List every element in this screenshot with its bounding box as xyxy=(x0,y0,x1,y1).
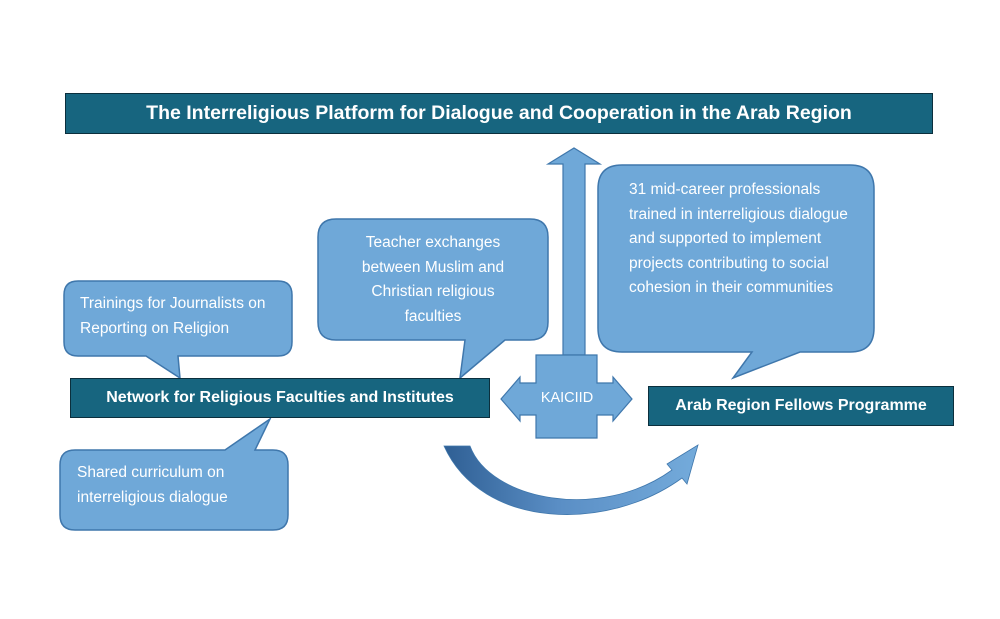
teacher-exchanges-text: Teacher exchanges between Muslim and Chr… xyxy=(361,234,505,325)
page-title: The Interreligious Platform for Dialogue… xyxy=(65,93,933,134)
journalists-text: Trainings for Journalists on Reporting o… xyxy=(80,295,266,337)
curriculum-text: Shared curriculum on interreligious dial… xyxy=(77,464,228,506)
kaiciid-shape xyxy=(500,354,633,439)
fellows-description-text: 31 mid-career professionals trained in i… xyxy=(629,181,848,296)
callout-journalists xyxy=(63,280,293,380)
network-box: Network for Religious Faculties and Inst… xyxy=(70,378,490,418)
up-arrow xyxy=(545,147,603,356)
callout-curriculum xyxy=(59,416,289,531)
kaiciid-label: KAICIID xyxy=(540,390,594,406)
callout-fellows xyxy=(597,164,875,380)
curved-arrow xyxy=(443,444,699,515)
callout-teacher-exchanges xyxy=(317,218,549,380)
fellows-programme-box: Arab Region Fellows Programme xyxy=(648,386,954,426)
